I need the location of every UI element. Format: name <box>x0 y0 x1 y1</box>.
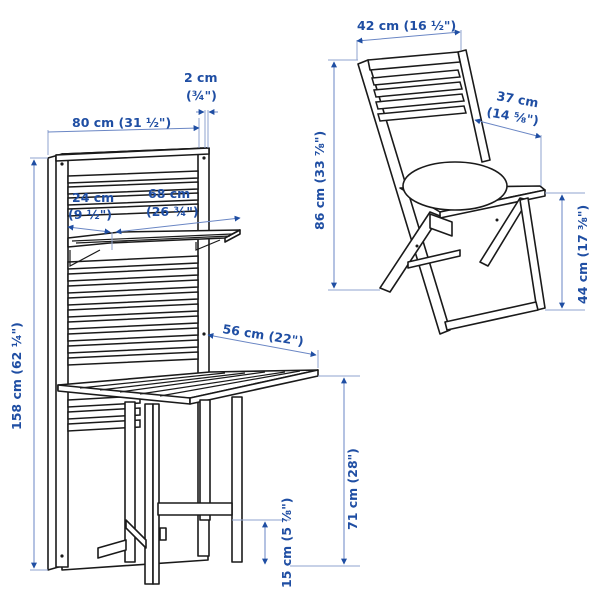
folding-table <box>57 369 319 585</box>
seat-depth-label: 37 cm <box>495 88 539 110</box>
shelf-depth-label: 24 cm <box>72 190 114 205</box>
panel-dimensions: 80 cm (31 ½") 2 cm (¾") 158 cm (62 ¼") 2… <box>9 70 360 588</box>
panel-width-label: 80 cm (31 ½") <box>72 115 171 130</box>
panel-height-label: 158 cm (62 ¼") <box>9 322 24 430</box>
panel-depth-label: 2 cm <box>184 70 217 85</box>
wall-panel-drawing <box>47 147 319 585</box>
seat-height-label: 44 cm (17 ⅜") <box>575 205 590 304</box>
shelf-width-inches-label: (26 ¾") <box>146 204 199 219</box>
seat-cushion <box>402 161 508 211</box>
table-height-label: 71 cm (28") <box>345 448 360 530</box>
chair-width-label: 42 cm (16 ½") <box>357 18 456 33</box>
table-slats <box>79 370 301 397</box>
shelf-width-label: 68 cm <box>148 186 190 201</box>
panel-depth-inches-label: (¾") <box>186 88 217 103</box>
panel-slats <box>67 170 199 432</box>
shelf-depth-inches-label: (9 ½") <box>68 207 112 222</box>
folding-chair-drawing <box>357 49 546 335</box>
chair-height-label: 86 cm (33 ⅞") <box>312 131 327 230</box>
table-depth-label: 56 cm (22") <box>222 321 305 349</box>
floor-clearance-label: 15 cm (5 ⅞") <box>279 498 294 588</box>
